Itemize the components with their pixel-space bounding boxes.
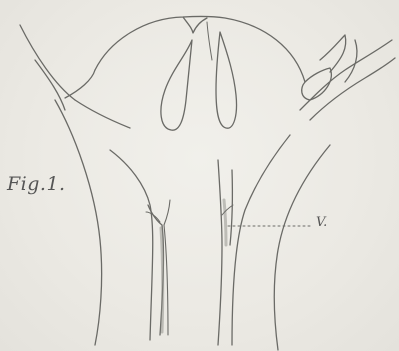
left-arm-bottom <box>75 100 130 128</box>
figure-label: Fig.1. <box>7 173 66 195</box>
right-tube-outer <box>218 160 222 345</box>
annotation-v: V. <box>316 215 327 230</box>
left-branch-lower <box>20 25 75 100</box>
right-inner-wall <box>232 135 290 345</box>
dome-notch <box>183 17 207 33</box>
right-branch-4 <box>345 40 357 82</box>
right-tube-shade <box>224 200 226 245</box>
midline <box>207 22 212 60</box>
left-arm-top <box>65 70 95 98</box>
right-branch-3 <box>320 35 346 72</box>
left-inner-wall <box>110 150 153 340</box>
left-outer-edge <box>55 100 102 345</box>
right-outer-edge <box>274 145 330 350</box>
right-loop <box>216 32 237 128</box>
left-loop <box>161 40 192 130</box>
left-tube-inner <box>164 200 170 335</box>
dome-outline <box>95 16 305 82</box>
left-branch-upper <box>35 60 65 110</box>
left-tube-shade <box>161 228 163 332</box>
